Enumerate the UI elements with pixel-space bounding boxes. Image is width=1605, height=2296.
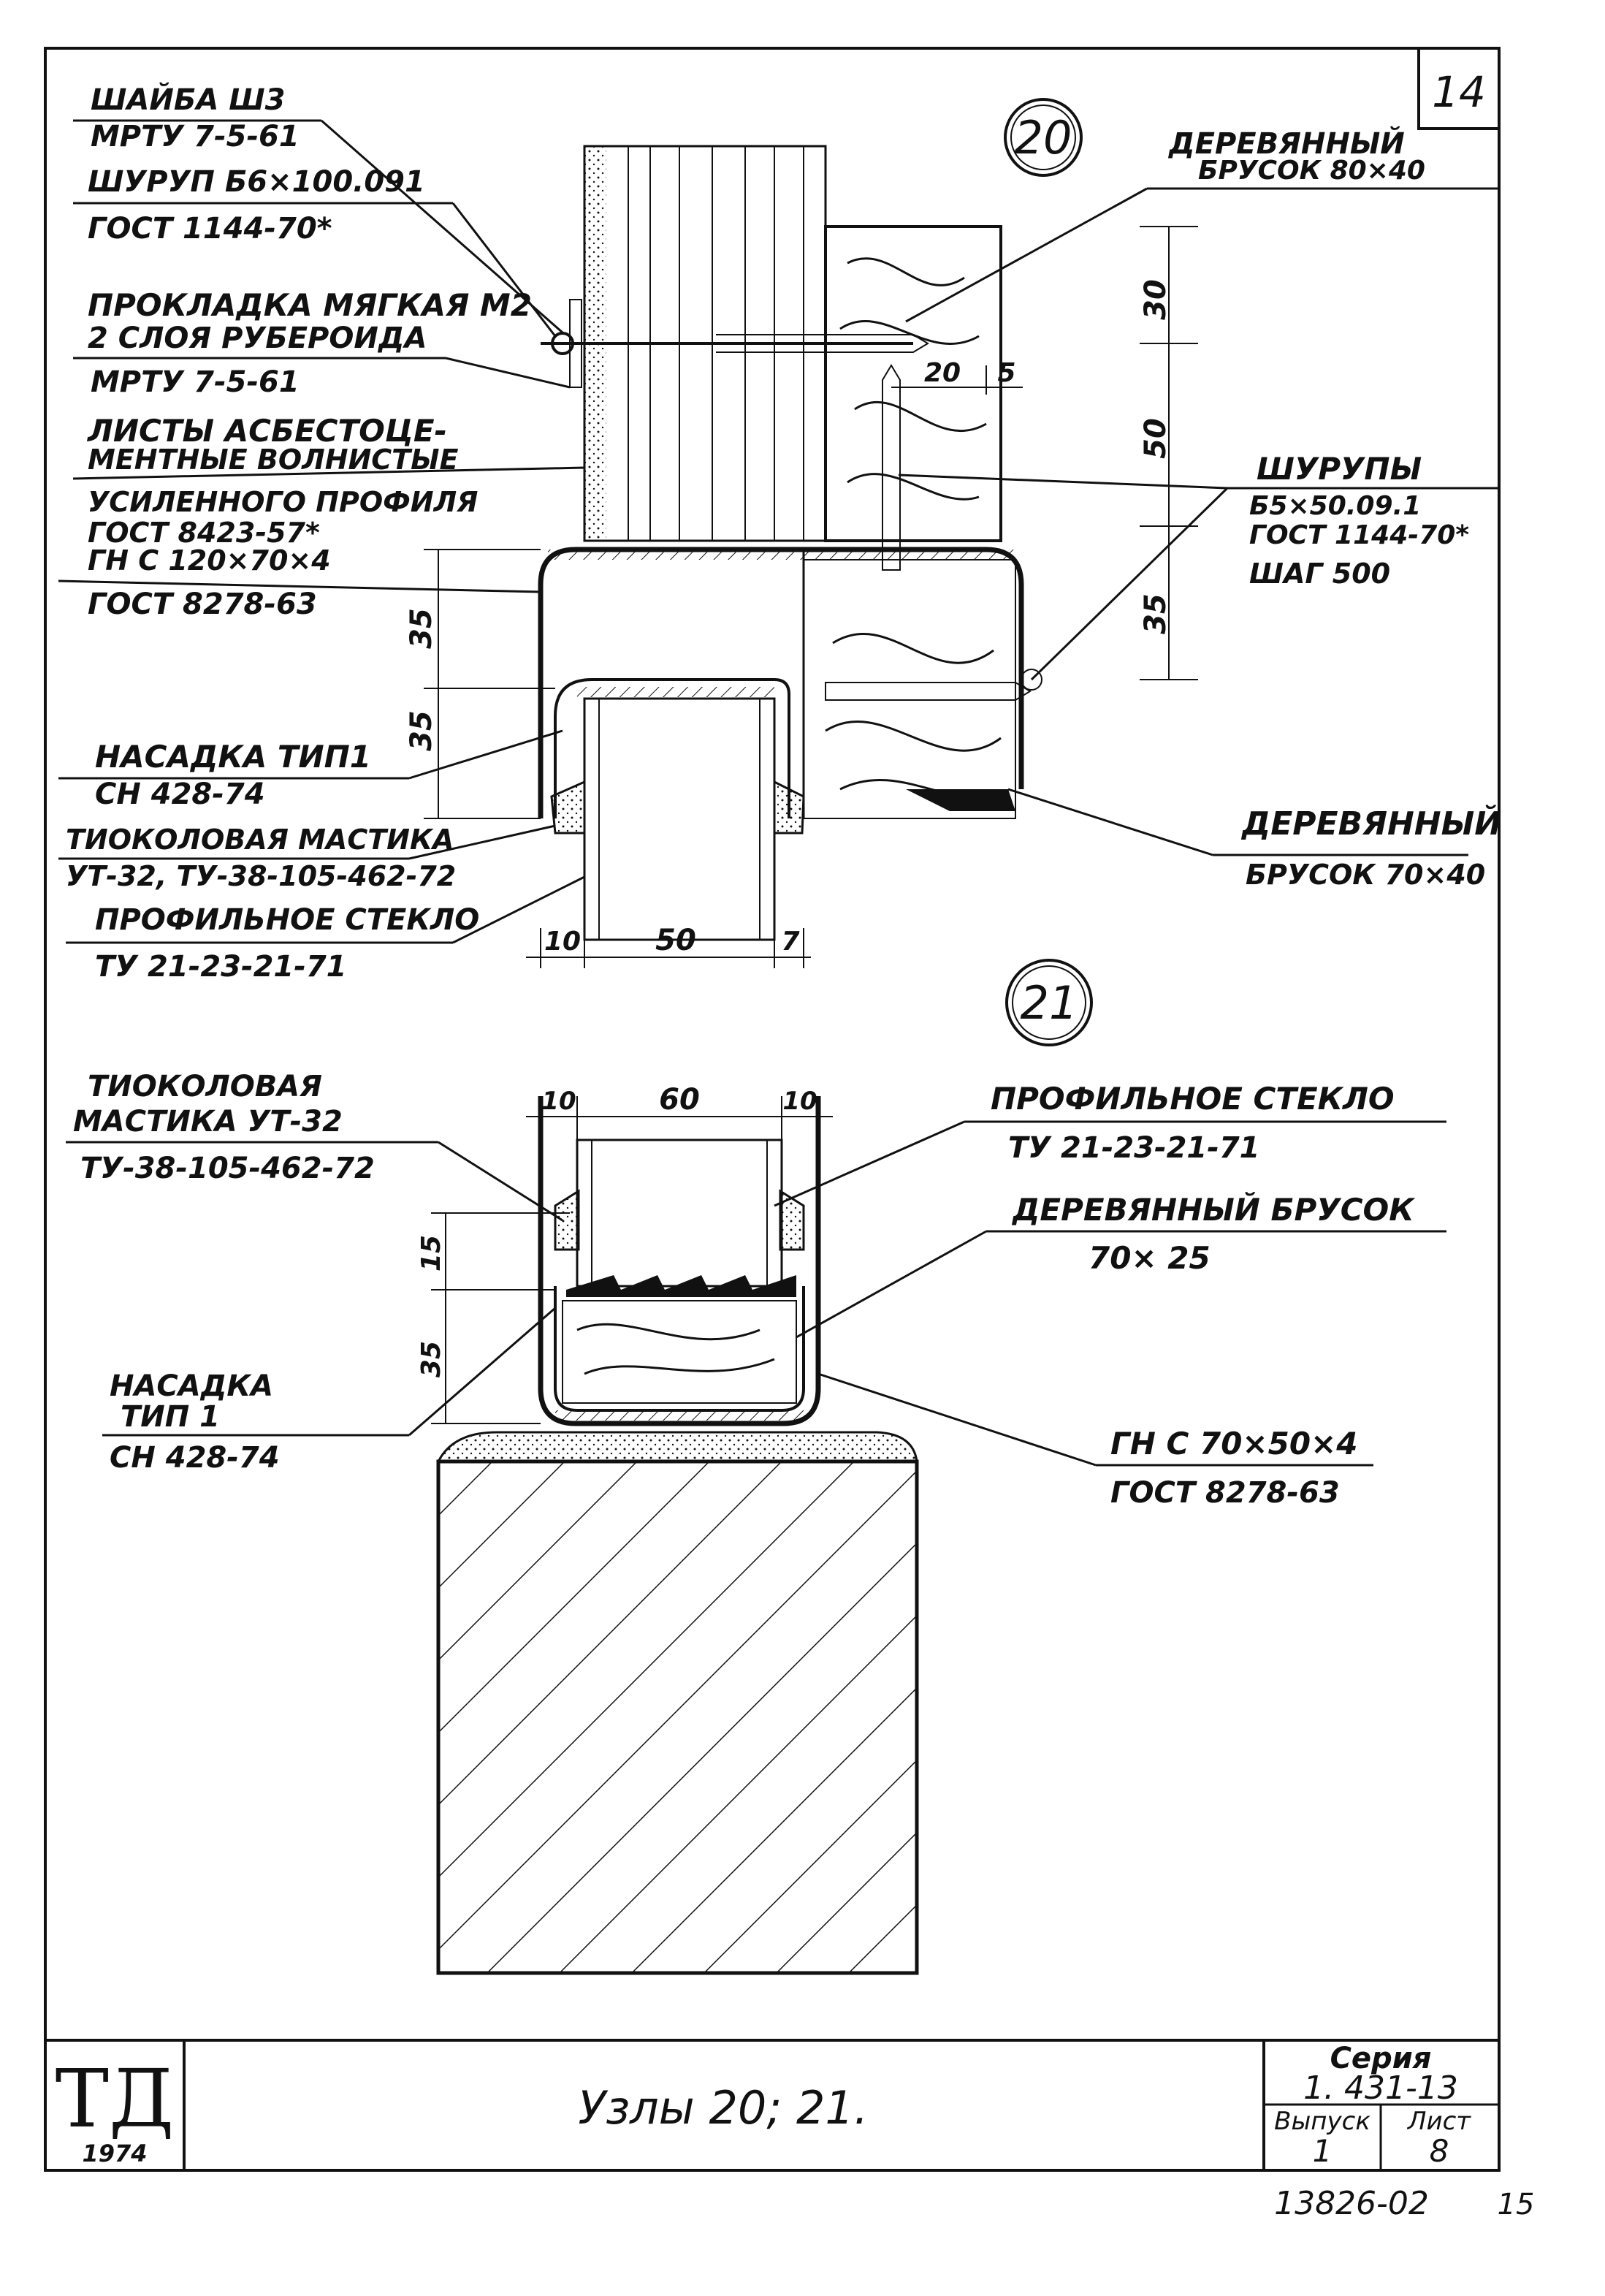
dim-50-vertical: 50: [1139, 418, 1173, 459]
label-channel: ГН С 120×70×4: [88, 544, 331, 577]
label-bar-70-size: БРУСОК 70×40: [1246, 859, 1485, 891]
mortar-bed: [436, 1431, 918, 1463]
label-channel-std: ГОСТ 8278-63: [88, 588, 317, 621]
label-gasket: ПРОКЛАДКА МЯГКАЯ М2: [88, 287, 532, 323]
channel-70x50x4: [538, 1096, 821, 1426]
label-bar-70: ДЕРЕВЯННЫЙ: [1240, 804, 1501, 843]
node20-left-labels: ШАЙБА Ш3 МРТУ 7-5-61 ШУРУП Б6×100.091 ГО…: [58, 82, 585, 984]
series-value: 1. 431-13: [1303, 2069, 1458, 2107]
dim-10: 10: [544, 927, 581, 957]
channel-120x70x4: [538, 547, 1024, 818]
sheet-value: 8: [1430, 2133, 1449, 2169]
node-21-circle: [1005, 959, 1093, 1046]
washer-icon: [551, 332, 574, 355]
label-21-bar: ДЕРЕВЯННЫЙ БРУСОК: [1011, 1191, 1416, 1228]
label-sheets-std: ГОСТ 8423-57*: [88, 517, 320, 549]
label-21-glass-std: ТУ 21-23-21-71: [1008, 1131, 1260, 1165]
label-washer-std: МРТУ 7-5-61: [91, 120, 300, 153]
dim-30: 30: [1139, 279, 1173, 320]
wooden-bar-80x40: [824, 225, 1002, 542]
cap-ribs: [566, 1275, 796, 1297]
label-screws: ШУРУПЫ: [1257, 451, 1422, 487]
label-screws-std: ГОСТ 1144-70*: [1249, 520, 1469, 550]
label-gasket-layers: 2 СЛОЯ РУБЕРОИДА: [88, 322, 427, 355]
label-screws-step: ШАГ 500: [1249, 558, 1390, 590]
dim-21-10b: 10: [782, 1087, 817, 1116]
label-21-mastic-std: ТУ-38-105-462-72: [80, 1152, 375, 1185]
profile-glass-21: [576, 1139, 783, 1288]
label-screws-spec: Б5×50.09.1: [1249, 491, 1421, 521]
label-washer: ШАЙБА Ш3: [91, 82, 285, 117]
page-number: 15: [1498, 2188, 1535, 2221]
label-gasket-std: МРТУ 7-5-61: [91, 365, 300, 399]
label-21-bar-size: 70× 25: [1089, 1240, 1211, 1276]
label-21-glass: ПРОФИЛЬНОЕ СТЕКЛО: [991, 1081, 1395, 1117]
label-screw-std: ГОСТ 1144-70*: [88, 212, 332, 246]
logo-year: 1974: [82, 2140, 147, 2167]
gasket: [569, 299, 582, 388]
screw-b5-horizontal: [825, 682, 1032, 701]
dim-21-15: 15: [416, 1235, 446, 1271]
cap-21: [554, 1286, 805, 1412]
label-21-mastic-2: МАСТИКА УТ-32: [73, 1105, 343, 1139]
dim-35-right: 35: [1139, 593, 1173, 634]
dim-5: 5: [997, 358, 1015, 388]
drawing-title: Узлы 20; 21.: [578, 2081, 868, 2135]
dim-7: 7: [781, 927, 799, 957]
profile-glass: [583, 697, 776, 941]
label-mastic: ТИОКОЛОВАЯ МАСТИКА: [66, 824, 454, 856]
dim-35-a: 35: [405, 608, 438, 649]
wooden-bar-70x40: [803, 559, 1016, 819]
mastic-21-left: [554, 1189, 580, 1251]
mastic-21-right: [779, 1189, 805, 1251]
inventory-number: 13826-02: [1274, 2185, 1429, 2222]
label-sheets: ЛИСТЫ АСБЕСТОЦЕ-: [86, 413, 447, 449]
label-cap-std: СН 428-74: [95, 778, 265, 811]
label-glass-std: ТУ 21-23-21-71: [95, 950, 347, 984]
node20-right-labels: ДЕРЕВЯННЫЙ БРУСОК 80×40 ШУРУПЫ Б5×50.09.…: [898, 126, 1501, 891]
wooden-bar-70x25: [562, 1300, 797, 1404]
foundation-block: [436, 1459, 919, 1975]
label-bar-80-size: БРУСОК 80×40: [1198, 156, 1425, 186]
label-screw: ШУРУП Б6×100.091: [88, 165, 425, 199]
issue-label: Выпуск: [1274, 2107, 1370, 2136]
label-21-cap: НАСАДКА: [110, 1369, 273, 1403]
dim-50-horizontal: 50: [655, 924, 696, 957]
logo-td: ТД: [56, 2052, 175, 2145]
label-bar-80: ДЕРЕВЯННЫЙ: [1167, 126, 1405, 161]
series-label: Серия: [1330, 2042, 1432, 2075]
node-21: 21 10 60 10 15 35: [66, 959, 1446, 1975]
label-glass: ПРОФИЛЬНОЕ СТЕКЛО: [95, 903, 479, 937]
mastic-right: [773, 780, 805, 835]
sheet-corner-number: 14: [1432, 67, 1486, 117]
node-21-number: 21: [1021, 976, 1078, 1030]
screw-b5-vertical: [882, 364, 901, 571]
label-21-mastic: ТИОКОЛОВАЯ: [88, 1070, 322, 1103]
title-block: ТД 1974 Узлы 20; 21. Серия 1. 431-13 Вып…: [45, 2039, 1499, 2170]
label-21-channel-std: ГОСТ 8278-63: [1110, 1476, 1340, 1510]
label-mastic-std: УТ-32, ТУ-38-105-462-72: [66, 860, 456, 892]
cap-type-1: [554, 678, 790, 818]
issue-value: 1: [1313, 2133, 1333, 2169]
label-21-cap-std: СН 428-74: [110, 1441, 280, 1475]
label-sheets-3: УСИЛЕННОГО ПРОФИЛЯ: [88, 486, 478, 518]
sheet-label: Лист: [1406, 2107, 1471, 2136]
label-21-channel: ГН С 70×50×4: [1110, 1426, 1357, 1461]
label-sheets-2: МЕНТНЫЕ ВОЛНИСТЫЕ: [88, 444, 458, 476]
dim-21-60: 60: [659, 1083, 700, 1117]
label-cap: НАСАДКА ТИП1: [95, 739, 371, 775]
dim-21-10a: 10: [541, 1087, 576, 1116]
label-21-cap-type: ТИП 1: [121, 1400, 220, 1434]
node-20-circle: [1004, 98, 1083, 177]
dim-35-b: 35: [405, 710, 438, 751]
dim-21-35: 35: [416, 1341, 446, 1377]
node-20-number: 20: [1015, 111, 1072, 164]
mastic-left: [550, 780, 586, 835]
node-20: 20: [58, 82, 1501, 984]
dim-20: 20: [924, 358, 961, 388]
sheet-frame: [44, 47, 1501, 2172]
sheet-corner-box: [1417, 47, 1501, 130]
